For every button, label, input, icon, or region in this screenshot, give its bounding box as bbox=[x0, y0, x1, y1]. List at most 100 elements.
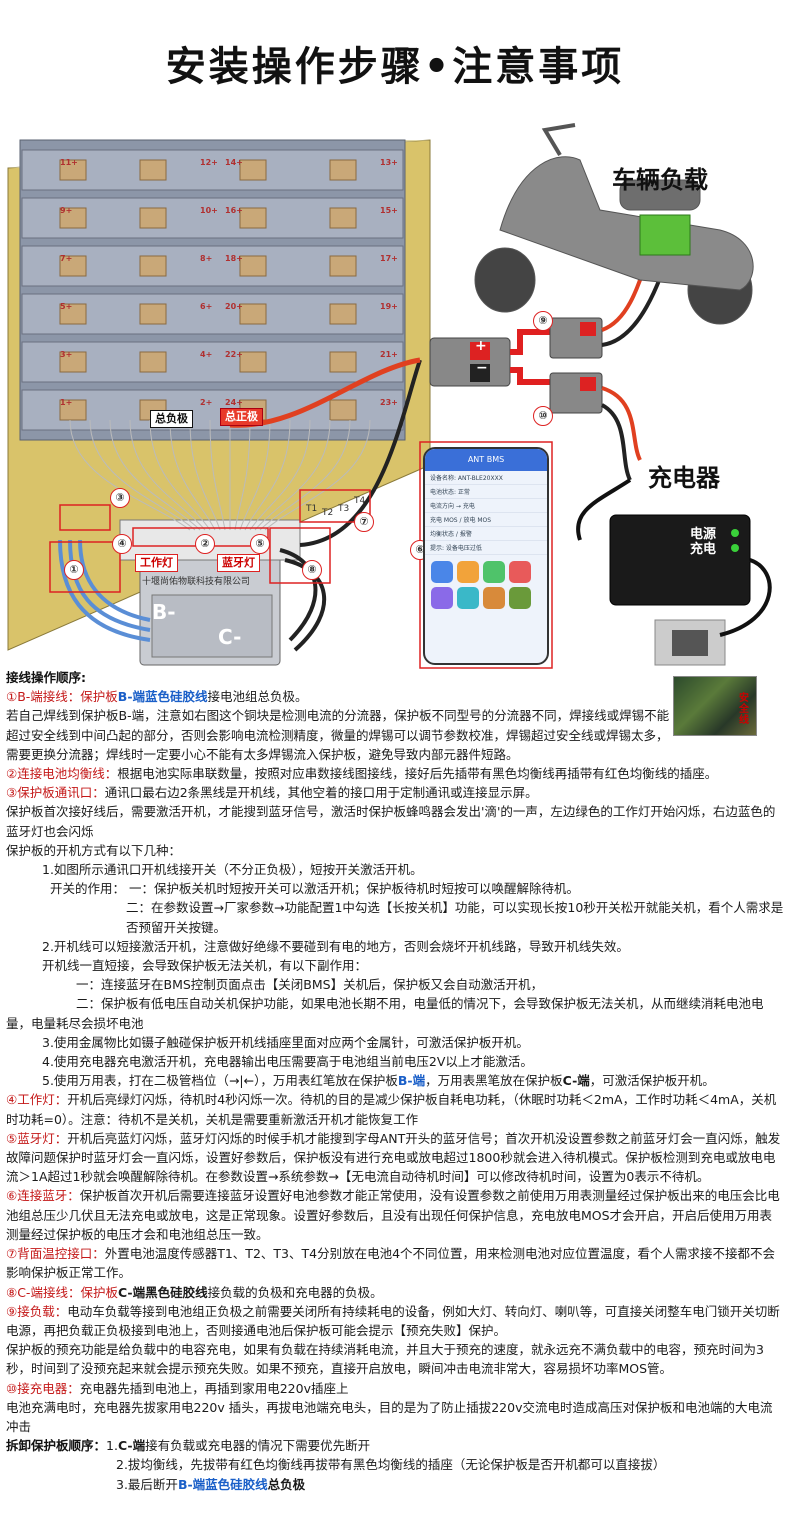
cell-terminal bbox=[139, 207, 167, 229]
charger-charge-label: 充电 bbox=[690, 542, 717, 557]
step-7-text: 外置电池温度传感器T1、T2、T3、T4分别放在电池4个不同位置，用来检测电池对… bbox=[6, 1246, 776, 1281]
scooter-controller bbox=[639, 214, 691, 256]
diode-symbol: →|← bbox=[228, 1073, 255, 1089]
step-4-label: ④工作灯： bbox=[6, 1092, 68, 1108]
step-7: ⑦背面温控接口：外置电池温度传感器T1、T2、T3、T4分别放在电池4个不同位置… bbox=[6, 1244, 784, 1282]
step-9-label: ⑨接负载： bbox=[6, 1303, 68, 1319]
step-9-detail: 保护板的预充功能是给负载中的电容充电，如果有负载在持续消耗电流，并且大于预充的速… bbox=[6, 1342, 764, 1377]
cell-terminal bbox=[59, 159, 87, 181]
step-1-highlight: B-端蓝色硅胶线 bbox=[117, 689, 208, 705]
way-5: 5.使用万用表，打在二极管档位（→|←），万用表红笔放在保护板B-端，万用表黑笔… bbox=[6, 1071, 784, 1090]
step-1-label: ①B-端接线：保护板 bbox=[6, 689, 118, 705]
cell-label: 23+ bbox=[380, 398, 398, 407]
safety-line-label: 安全线 bbox=[739, 693, 749, 726]
step-8-highlight: C-端黑色硅胶线 bbox=[117, 1284, 208, 1300]
cell-terminal bbox=[239, 303, 267, 325]
step-2-label: ②连接电池均衡线： bbox=[6, 766, 118, 782]
step-3-text: 通讯口最右边2条黑线是开机线，其他空着的接口用于定制通讯或连接显示屏。 bbox=[104, 785, 538, 801]
balance-wires bbox=[69, 419, 371, 531]
cell-terminal bbox=[329, 207, 357, 229]
connector-minus: − bbox=[476, 360, 488, 376]
cell-label: 15+ bbox=[380, 206, 398, 215]
remove-1-text: 接有负载或充电器的情况下需要优先断开 bbox=[145, 1438, 371, 1454]
cell-label: 4+ bbox=[200, 350, 213, 359]
remove-3-a: 3.最后断开 bbox=[116, 1476, 178, 1492]
wiring-heading: 接线操作顺序: bbox=[6, 670, 86, 685]
cell-label: 5+ bbox=[60, 302, 73, 311]
way-2: 2.开机线可以短接激活开机，注意做好绝缘不要碰到有电的地方，否则会烧坏开机线路，… bbox=[42, 938, 629, 954]
phone-row: 充电 MOS / 放电 MOS bbox=[425, 513, 547, 527]
marker-3: ③ bbox=[110, 488, 130, 508]
marker-8: ⑧ bbox=[302, 560, 322, 580]
marker-5: ⑤ bbox=[250, 534, 270, 554]
cell-terminal bbox=[329, 159, 357, 181]
step-2-text: 根据电池实际串联数量，按照对应串数接线图接线，接好后先插带有黑色均衡线再插带有红… bbox=[117, 766, 718, 782]
phone-icon-grid bbox=[425, 555, 547, 615]
step-4: ④工作灯：开机后亮绿灯闪烁，待机时4秒闪烁一次。待机的目的是减少保护板自耗电功耗… bbox=[6, 1090, 784, 1128]
cell-label: 19+ bbox=[380, 302, 398, 311]
way-4: 4.使用充电器充电激活开机，充电器输出电压需要高于电池组当前电压2V以上才能激活… bbox=[42, 1054, 533, 1070]
page-title: 安装操作步骤•注意事项 bbox=[165, 44, 625, 90]
step-1-detail: 若自己焊线到保护板B-端，注意如右图这个铜块是检测电流的分流器，保护板不同型号的… bbox=[6, 708, 670, 762]
step-5: ⑤蓝牙灯：开机后亮蓝灯闪烁，蓝牙灯闪烁的时候手机才能搜到字母ANT开头的蓝牙信号… bbox=[6, 1129, 784, 1187]
remove-1-num: 1. bbox=[106, 1438, 118, 1454]
phone-app-header: ANT BMS bbox=[425, 449, 547, 471]
marker-9: ⑨ bbox=[533, 311, 553, 331]
step-10-text: 充电器先插到电池上，再插到家用电220v插座上 bbox=[79, 1380, 349, 1396]
remove-3-b: 总负极 bbox=[267, 1476, 306, 1492]
phone-app: ANT BMS 设备名称: ANT-BLE20XXX 电池状态: 正常 电流方向… bbox=[423, 447, 549, 665]
marker-4: ④ bbox=[112, 534, 132, 554]
step-8: ⑧C-端接线：保护板C-端黑色硅胶线接负载的负极和充电器的负极。 bbox=[6, 1283, 784, 1302]
cell-terminal bbox=[239, 159, 267, 181]
cell-label: 17+ bbox=[380, 254, 398, 263]
cell-label: 2+ bbox=[200, 398, 213, 407]
step-5-text: 开机后亮蓝灯闪烁，蓝牙灯闪烁的时候手机才能搜到字母ANT开头的蓝牙信号；首次开机… bbox=[6, 1130, 781, 1185]
way-5-c-terminal: C-端 bbox=[562, 1073, 590, 1089]
way-1-b: 二：在参数设置→厂家参数→功能配置1中勾选【长按关机】功能，可以实现长按10秒开… bbox=[126, 900, 784, 935]
step-8-label: ⑧C-端接线：保护板 bbox=[6, 1284, 118, 1300]
cell-terminal bbox=[59, 207, 87, 229]
c-minus-label: C- bbox=[218, 625, 242, 649]
b-minus-label: B- bbox=[152, 600, 176, 624]
bluetooth-light-label: 蓝牙灯 bbox=[217, 554, 260, 572]
cell-terminal bbox=[139, 159, 167, 181]
remove-3: 3.最后断开B-端蓝色硅胶线总负极 bbox=[6, 1475, 784, 1494]
way-2-c: 二：保护板有低电压自动关机保护功能，如果电池长期不用，电量低的情况下，会导致保护… bbox=[6, 996, 764, 1031]
cell-label: 9+ bbox=[60, 206, 73, 215]
cell-label: 7+ bbox=[60, 254, 73, 263]
temp-sensor-t2: T2 bbox=[322, 508, 334, 518]
phone-row: 提示: 设备电压过低 bbox=[425, 541, 547, 555]
way-5-a: 5.使用万用表，打在二极管档位（ bbox=[42, 1073, 229, 1089]
charger-power-label: 电源 bbox=[690, 527, 717, 542]
step-4-text: 开机后亮绿灯闪烁，待机时4秒闪烁一次。待机的目的是减少保护板自耗电功耗，（休眠时… bbox=[6, 1092, 777, 1127]
cell-rows bbox=[21, 149, 404, 431]
cell-terminal bbox=[59, 255, 87, 277]
cell-label: 22+ bbox=[225, 350, 243, 359]
way-1-a: 开关的作用： 一：保护板关机时短按开关可以激活开机；保护板待机时短按可以唤醒解除… bbox=[50, 881, 579, 897]
first-power-note: 保护板首次接好线后，需要激活开机，才能搜到蓝牙信号，激活时保护板蜂鸣器会发出'滴… bbox=[6, 804, 776, 839]
temp-sensor-t1: T1 bbox=[306, 504, 318, 514]
phone-row: 均衡状态 / 报警 bbox=[425, 527, 547, 541]
total-negative-label: 总负极 bbox=[150, 410, 193, 428]
cell-terminal bbox=[139, 303, 167, 325]
marker-2: ② bbox=[195, 534, 215, 554]
cell-label: 12+ bbox=[200, 158, 218, 167]
cell-terminal bbox=[139, 351, 167, 373]
cell-label: 1+ bbox=[60, 398, 73, 407]
diagram-graphics bbox=[7, 123, 772, 669]
step-1: ①B-端接线：保护板B-端蓝色硅胶线接电池组总负极。 bbox=[6, 687, 784, 706]
cell-terminal bbox=[329, 399, 357, 421]
way-5-b-terminal: B-端 bbox=[397, 1073, 426, 1089]
cell-terminal bbox=[139, 255, 167, 277]
step-1-rest: 接电池组总负极。 bbox=[207, 689, 308, 705]
cell-label: 6+ bbox=[200, 302, 213, 311]
step-10: ⑩接充电器：充电器先插到电池上，再插到家用电220v插座上 bbox=[6, 1379, 784, 1398]
step-8-rest: 接负载的负极和充电器的负极。 bbox=[207, 1284, 383, 1300]
cell-label: 13+ bbox=[380, 158, 398, 167]
charger-label: 充电器 bbox=[648, 464, 720, 492]
charger bbox=[576, 478, 772, 666]
cell-terminal bbox=[239, 255, 267, 277]
step-10-label: ⑩接充电器： bbox=[6, 1380, 80, 1396]
remove-3-terminal: B-端蓝色硅胶线 bbox=[177, 1476, 268, 1492]
way-1: 1.如图所示通讯口开机线接开关（不分正负极），短按开关激活开机。 bbox=[42, 862, 423, 878]
